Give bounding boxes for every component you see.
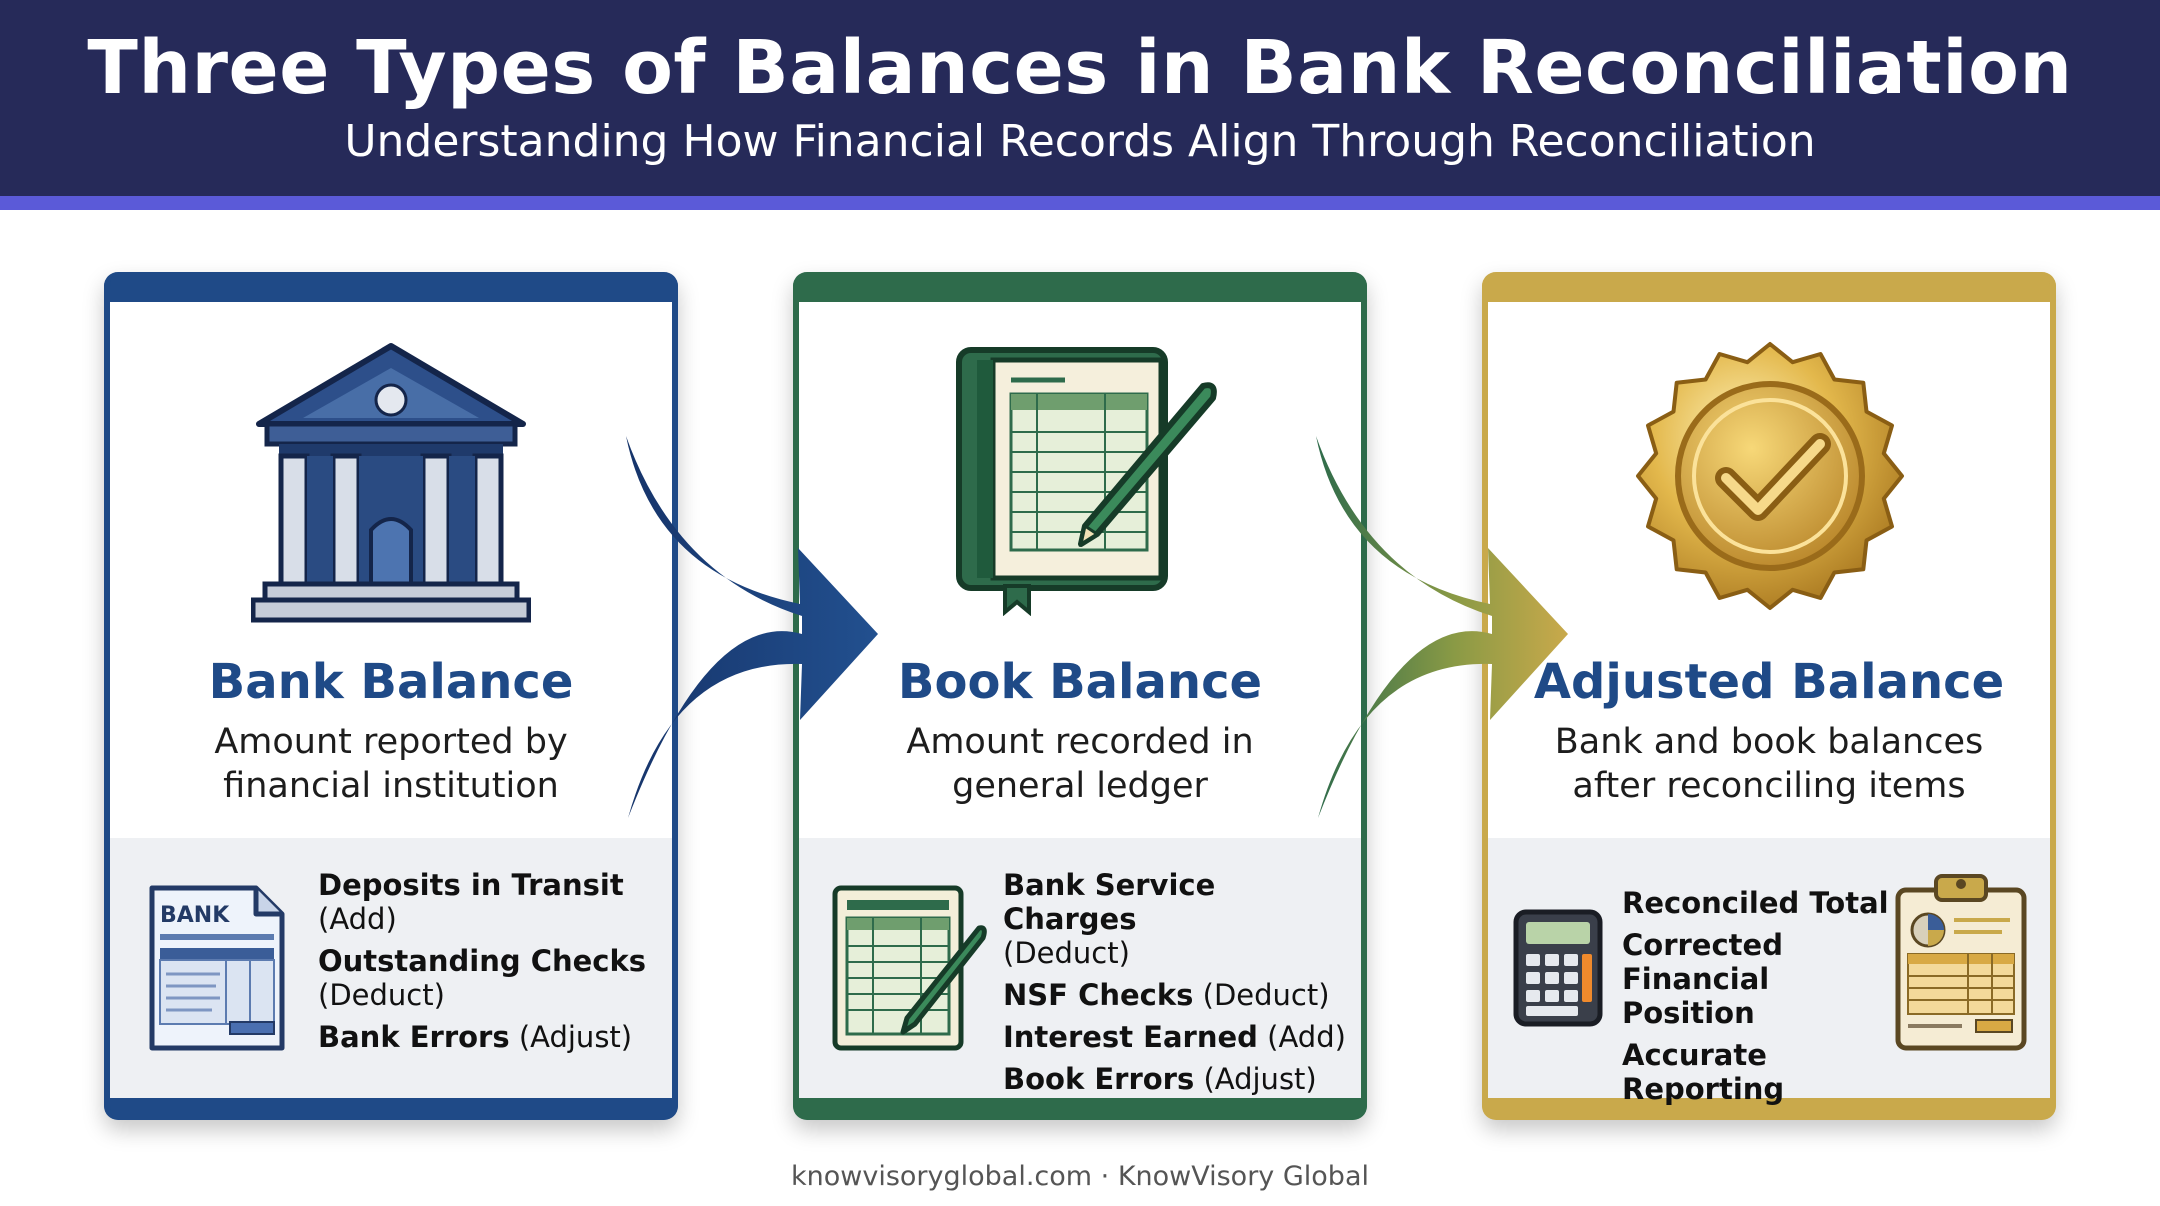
list-item: Outstanding Checks(Deduct) [318,944,647,1012]
bank-building-icon [251,343,531,623]
card-title-adjusted: Adjusted Balance [1533,654,2005,710]
list-item: NSF Checks (Deduct) [1003,978,1330,1012]
bank-items-list: Deposits in Transit(Add) Outstanding Che… [318,868,658,1062]
card-desc-adjusted: Bank and book balances after reconciling… [1554,722,1984,806]
card-title-book: Book Balance [897,654,1263,710]
book-items-list: Bank Service Charges(Deduct) NSF Checks … [1003,868,1353,1104]
list-item: Bank Errors (Adjust) [318,1020,633,1054]
list-item: Interest Earned (Add) [1003,1020,1346,1054]
ledger-sheet-icon [832,885,987,1051]
card-adjusted-balance: Adjusted Balance Bank and book balances … [1482,272,2056,1120]
ledger-book-icon [956,347,1217,616]
header-banner [0,0,2160,196]
page-title: Three Types of Balances in Bank Reconcil… [87,25,2073,111]
bank-doc-label: BANK [160,903,230,928]
flow-arrow-bank-to-book [626,436,878,818]
bank-statement-icon: BANK [149,885,285,1051]
card-desc-book: Amount recorded in general ledger [906,722,1254,806]
header-accent-stripe [0,196,2160,210]
list-item: Book Errors (Adjust) [1003,1062,1317,1096]
gold-seal-check-icon [1636,342,1904,610]
footer-credit: knowvisoryglobal.com · KnowVisory Global [790,1161,1369,1192]
card-desc-bank: Amount reported by financial institution [214,722,568,806]
clipboard-report-icon [1895,874,2027,1051]
card-bank-balance: Bank Balance Amount reported by financia… [104,272,678,1120]
card-book-balance: Book Balance Amount recorded in general … [793,272,1367,1120]
page-subtitle: Understanding How Financial Records Alig… [344,116,1816,167]
list-item: Reconciled Total [1622,886,1889,920]
calculator-icon [1513,909,1603,1027]
list-item: Bank Service Charges(Deduct) [1003,868,1216,970]
flow-arrow-book-to-adjusted [1316,436,1568,818]
list-item: Deposits in Transit(Add) [318,868,624,936]
card-title-bank: Bank Balance [208,654,574,710]
